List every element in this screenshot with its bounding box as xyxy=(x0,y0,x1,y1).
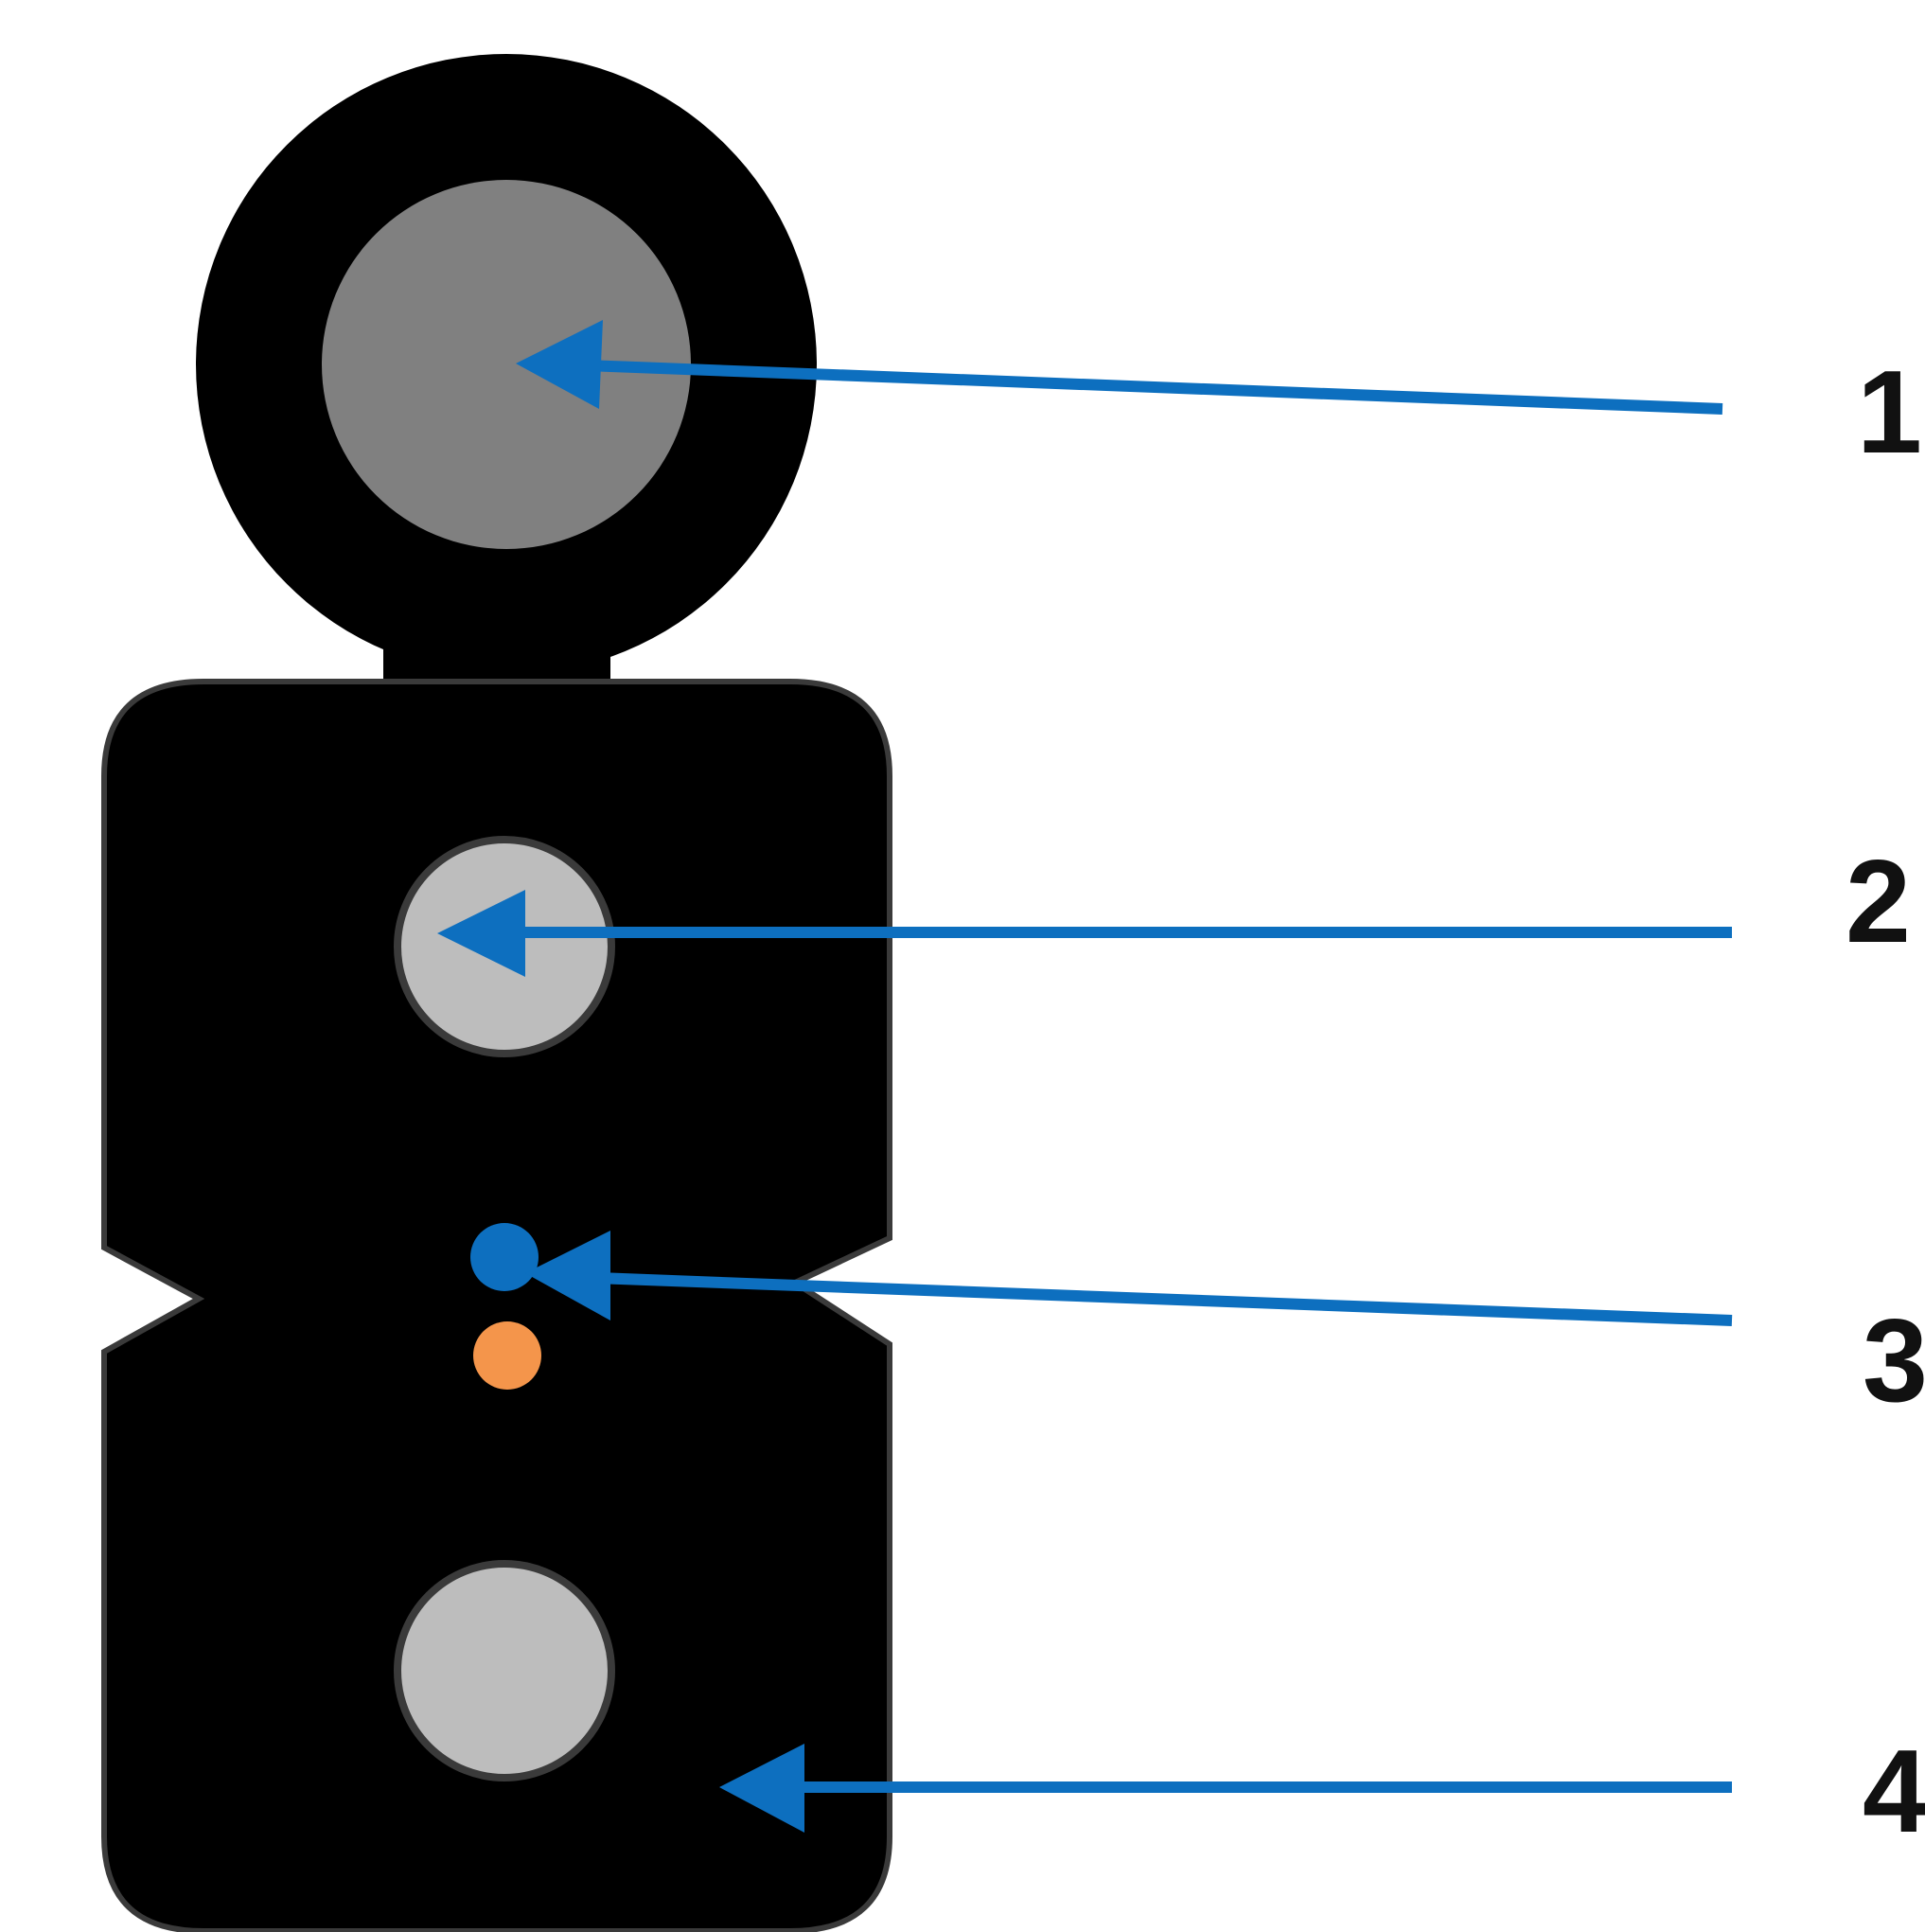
strength-member-lower xyxy=(394,1560,615,1781)
callout-labels: 1 2 3 4 xyxy=(1846,347,1925,1857)
optical-fiber-orange xyxy=(473,1321,541,1390)
callout-label-2: 2 xyxy=(1846,837,1911,967)
messenger-wire xyxy=(322,180,691,549)
outer-sheath xyxy=(101,679,892,1932)
arrow-3-line xyxy=(595,1272,1733,1326)
callout-arrows xyxy=(437,320,1733,1833)
callout-label-4: 4 xyxy=(1863,1727,1925,1857)
arrow-1-line xyxy=(586,360,1723,415)
callout-label-1: 1 xyxy=(1857,347,1922,478)
messenger-unit xyxy=(196,54,817,675)
callout-label-3: 3 xyxy=(1863,1296,1925,1427)
arrow-1-head xyxy=(516,320,603,409)
optical-fiber-blue xyxy=(470,1223,539,1291)
arrow-4-head xyxy=(719,1744,804,1833)
arrow-3-head xyxy=(525,1231,610,1320)
arrow-2-head xyxy=(437,890,525,977)
